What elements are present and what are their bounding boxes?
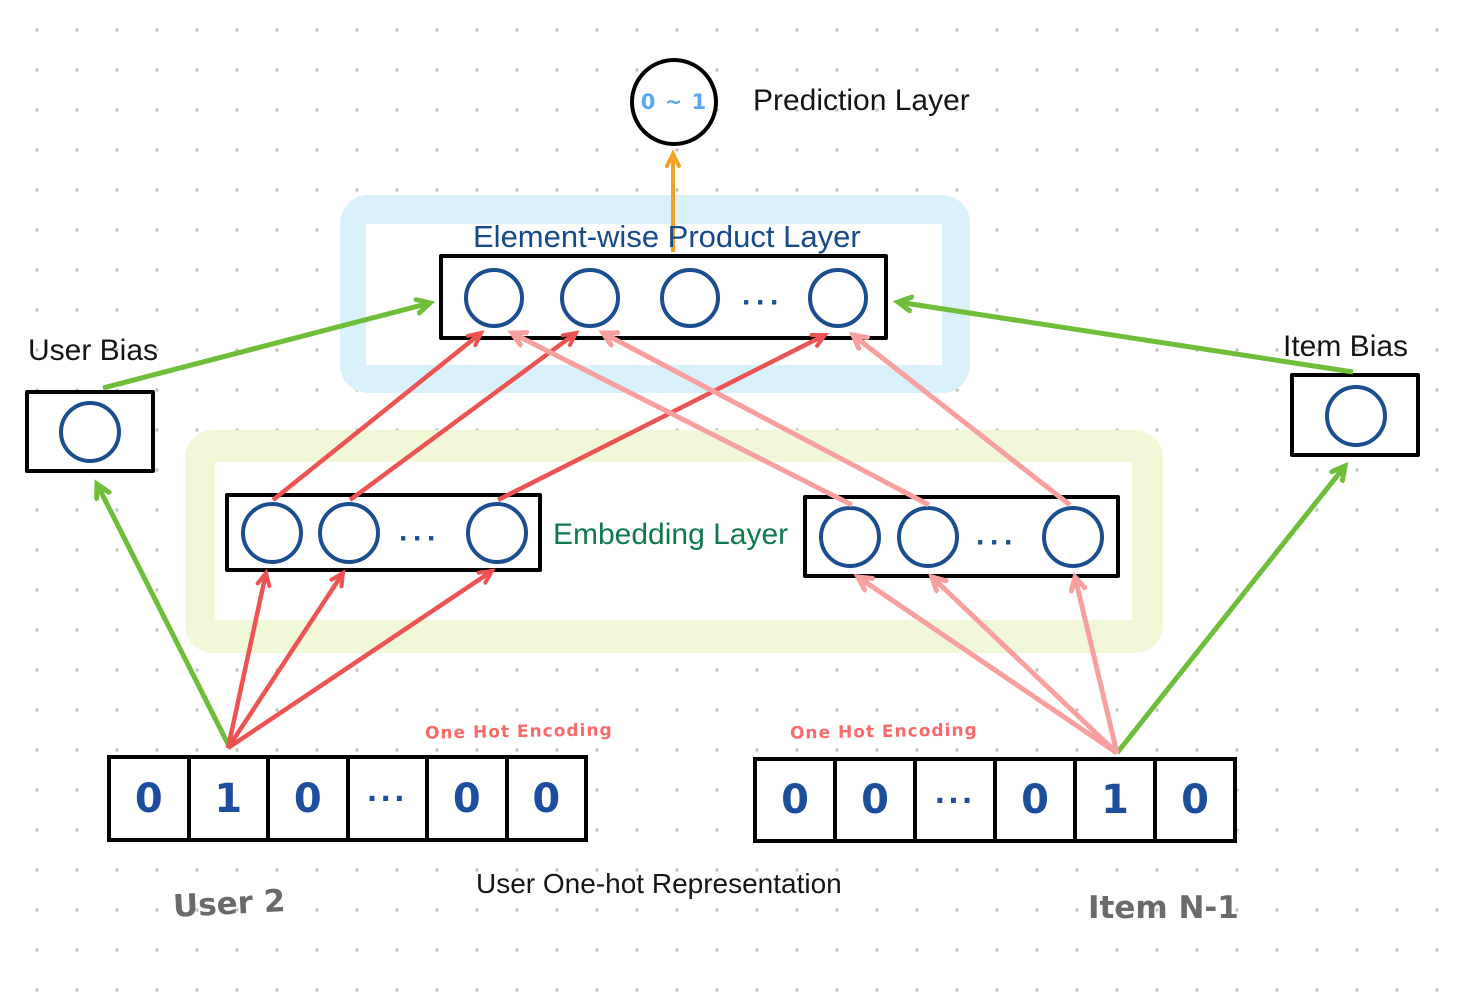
user-onehot-vector: 0 1 0 ··· 0 0: [107, 755, 588, 842]
product-layer-label: Element-wise Product Layer: [473, 219, 861, 254]
product-nodes-ellipsis: ···: [742, 286, 784, 319]
user-embedding-ellipsis: ···: [399, 522, 441, 555]
user-onehot-cell-6: 0: [532, 775, 561, 822]
item-embedding-node-1: [819, 506, 881, 568]
prediction-node: [630, 58, 718, 146]
user-embedding-node-2: [318, 502, 380, 564]
item-embedding-ellipsis: ···: [976, 526, 1018, 559]
user-onehot-cell-ellipsis: ···: [350, 759, 429, 838]
product-node-4: [808, 268, 868, 328]
item-onehot-cell-1: 0: [757, 761, 837, 839]
item-onehot-vector: 0 0 ··· 0 1 0: [753, 757, 1237, 843]
bottom-caption: User One-hot Representation: [476, 868, 842, 899]
user-embedding-node-3: [466, 502, 528, 564]
item-onehot-cell-2: 0: [837, 761, 917, 839]
product-node-3: [660, 268, 720, 328]
user-onehot-annotation: One Hot Encoding: [424, 720, 613, 744]
user-onehot-cell-1: 0: [111, 759, 191, 838]
item-onehot-cell-ellipsis: ···: [917, 761, 997, 839]
user-onehot-cell-5: 0: [429, 759, 509, 838]
item-bias-label: Item Bias: [1283, 330, 1409, 363]
prediction-output-range: 0 ~ 1: [640, 90, 708, 114]
item-onehot-cell-4: 0: [997, 761, 1077, 839]
user-embedding-node-1: [241, 502, 303, 564]
product-node-2: [560, 268, 620, 328]
user-bias-node: [59, 401, 121, 463]
embedding-layer-label: Embedding Layer: [553, 518, 789, 551]
user-onehot-cell-3: 0: [270, 759, 350, 838]
prediction-layer-label: Prediction Layer: [753, 84, 970, 117]
item-embedding-node-3: [1042, 506, 1104, 568]
user-vector-caption: User 2: [172, 883, 287, 925]
item-bias-node: [1325, 385, 1387, 447]
item-onehot-annotation: One Hot Encoding: [789, 720, 978, 744]
item-vector-caption: Item N-1: [1088, 890, 1239, 926]
product-node-1: [464, 268, 524, 328]
item-embedding-node-2: [897, 506, 959, 568]
user-onehot-cell-2: 1: [191, 759, 270, 838]
item-onehot-cell-5: 1: [1077, 761, 1157, 839]
user-bias-label: User Bias: [28, 334, 159, 367]
item-onehot-cell-6: 0: [1181, 777, 1209, 823]
